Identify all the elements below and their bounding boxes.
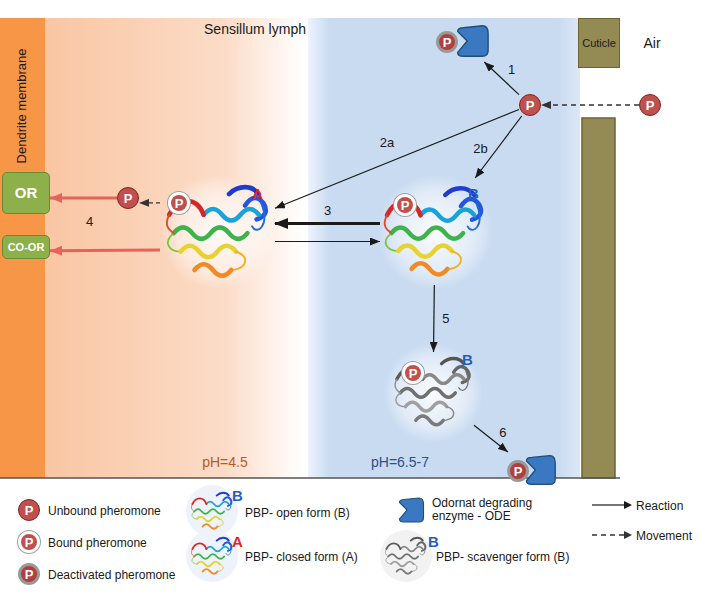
legend-pheromone-letter: P — [18, 531, 40, 553]
legend-item: Reaction — [636, 496, 683, 514]
bound-pheromone-letter: P — [402, 362, 424, 384]
reaction-arrow — [275, 241, 380, 242]
acid-region: PAPpH=4.5 — [45, 18, 303, 478]
legend-item: Deactivated pheromone — [48, 565, 175, 583]
legend-reaction-arrow — [592, 504, 624, 505]
legend-pbp-closed — [191, 538, 231, 574]
scavenger-complex: PB — [392, 352, 474, 434]
reaction-arrow — [275, 109, 519, 208]
legend-text: PBP- open form (B) — [245, 506, 350, 520]
dendrite-membrane: OR CO-OR Dendrite membrane — [0, 18, 45, 478]
step-number: 4 — [86, 215, 93, 229]
area-label: Sensillum lymph — [204, 22, 306, 37]
ode-complex: P — [505, 452, 559, 490]
ode-complex: P — [434, 22, 492, 62]
ode-enzyme — [458, 26, 488, 56]
protein-halo — [160, 174, 276, 290]
legend-text: PBP- scavenger form (B) — [436, 550, 569, 564]
movement-arrow — [541, 104, 639, 105]
pheromone-letter: P — [639, 94, 661, 116]
pbp-open — [385, 188, 481, 274]
legend-pheromone-letter: P — [18, 499, 40, 521]
movement-arrow — [139, 202, 160, 203]
reaction-arrow — [474, 425, 508, 452]
legend-text: Deactivated pheromone — [48, 568, 175, 582]
legend-item: PBP- closed form (A) — [245, 547, 358, 565]
legend-form-letter: B — [428, 534, 439, 551]
cuticle-label: Cuticle — [582, 37, 616, 49]
coreceptor: CO-OR — [2, 235, 50, 259]
pbp-complex: PA — [160, 178, 275, 285]
pbp-scavenger — [395, 358, 469, 424]
legend-text: PBP- closed form (A) — [245, 550, 358, 564]
pheromone-circle: P — [117, 187, 139, 209]
legend-text: Bound pheromone — [48, 536, 147, 550]
bold-reaction-arrow — [275, 222, 380, 225]
receptor-label: CO-OR — [8, 241, 45, 253]
legend-ode — [400, 498, 424, 522]
legend-arrowhead — [624, 501, 632, 509]
legend-text: Movement — [636, 529, 692, 543]
deactivated-pheromone-letter: P — [507, 460, 529, 482]
form-letter: B — [462, 352, 473, 369]
pbp-closed — [167, 187, 266, 276]
legend-halo — [380, 530, 432, 582]
pbp-complex: PB — [380, 178, 490, 285]
acid-zone — [45, 18, 303, 478]
signal-arrow — [50, 197, 117, 200]
frame-line — [0, 477, 620, 479]
or-receptor: OR — [2, 172, 50, 214]
bound-pheromone-letter: P — [394, 194, 416, 216]
legend-text: Odornat degrading enzyme - ODE — [432, 497, 562, 523]
membrane-label: Dendrite membrane — [15, 49, 29, 164]
receptor-label: OR — [15, 185, 38, 202]
protein-halo — [377, 174, 493, 290]
deactivated-pheromone-letter: P — [436, 31, 458, 53]
pheromone-circle: P — [519, 94, 541, 116]
protein-halo — [383, 343, 483, 443]
step-number: 5 — [442, 311, 449, 325]
form-letter: B — [468, 186, 479, 203]
reaction-arrow — [433, 285, 435, 352]
ph-label: pH=4.5 — [202, 455, 248, 470]
cuticle-box: Cuticle — [578, 18, 620, 68]
ode-enzyme — [526, 456, 555, 485]
legend-text: Reaction — [636, 499, 683, 513]
step-number: 6 — [499, 425, 506, 439]
ph-label: pH=6.5-7 — [371, 455, 429, 470]
signal-arrow — [50, 248, 160, 252]
step-number: 2a — [380, 136, 394, 150]
legend-form-letter: A — [232, 534, 243, 551]
neutral-zone — [308, 18, 580, 478]
legend-arrowhead — [624, 531, 632, 539]
pheromone-letter: P — [117, 187, 139, 209]
reaction-arrow — [484, 62, 519, 95]
step-number: 3 — [324, 203, 331, 217]
legend-item: PBP- scavenger form (B) — [436, 547, 569, 565]
legend-halo — [186, 485, 238, 537]
step-number: 2b — [473, 142, 487, 156]
legend-item: Unbound pheromone — [48, 501, 161, 519]
legend-halo — [186, 530, 238, 582]
area-label: Air — [643, 36, 660, 51]
legend-movement-arrow — [592, 534, 624, 535]
legend-form-letter: B — [232, 488, 243, 505]
neutral-region: PPPBPBPpH=6.5-7 — [308, 18, 580, 478]
cuticle-wall — [582, 118, 615, 478]
legend-pheromone-letter: P — [18, 563, 40, 585]
pheromone-letter: P — [519, 94, 541, 116]
legend-pbp-open — [191, 493, 231, 529]
legend-item: Bound pheromone — [48, 533, 147, 551]
form-letter: A — [252, 186, 263, 203]
legend-item: PBP- open form (B) — [245, 503, 350, 521]
legend-item: Odornat degrading enzyme - ODE — [432, 497, 562, 523]
pheromone-circle: P — [639, 94, 661, 116]
step-number: 1 — [508, 63, 515, 77]
bound-pheromone-letter: P — [168, 192, 190, 214]
legend-text: Unbound pheromone — [48, 504, 161, 518]
legend-item: Movement — [636, 526, 692, 544]
legend-pbp-scavenger — [385, 538, 425, 574]
